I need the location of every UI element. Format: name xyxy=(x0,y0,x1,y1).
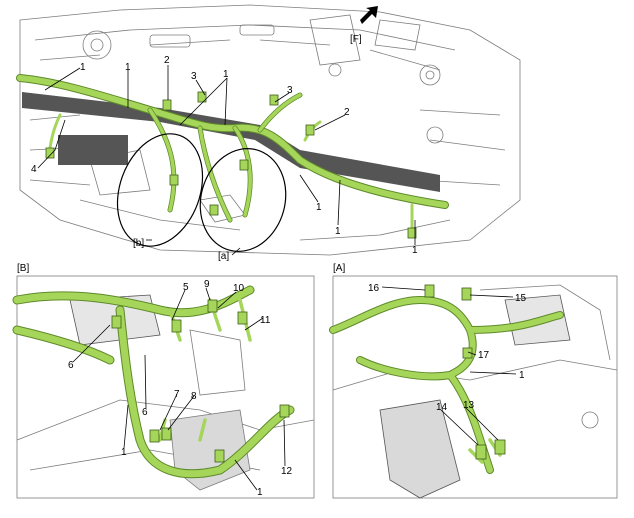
view-a-leader-lines xyxy=(381,286,517,446)
detail-region-a-label: [a] xyxy=(218,251,229,262)
view-b-callout-labels: 5 9 10 6 11 6 7 8 1 12 1 xyxy=(68,279,293,498)
detail-view-a: [A] 16 xyxy=(329,263,618,499)
view-b-callout: 9 xyxy=(204,279,210,290)
view-b-title: [B] xyxy=(17,263,29,274)
view-b-callout: 7 xyxy=(174,389,180,400)
view-a-callout: 17 xyxy=(478,350,490,361)
view-b-connectors xyxy=(111,299,290,463)
view-b-callout: 5 xyxy=(183,282,189,293)
detail-region-b-outline xyxy=(116,133,204,247)
top-harness xyxy=(16,74,449,232)
top-callout: 2 xyxy=(164,55,170,66)
top-module-box xyxy=(58,135,128,165)
view-b-callout: 1 xyxy=(121,447,127,458)
detail-region-a-outline xyxy=(199,148,287,252)
view-a-connectors xyxy=(424,284,506,460)
view-a-body-structure xyxy=(332,275,618,499)
view-b-callout: 6 xyxy=(142,407,148,418)
detail-region-b-label: [b] xyxy=(133,238,144,249)
view-b-callout: 10 xyxy=(233,283,245,294)
view-b-callout: 11 xyxy=(260,315,271,326)
view-b-leader-lines xyxy=(72,287,286,491)
top-connectors xyxy=(45,91,417,239)
view-b-callout: 1 xyxy=(257,487,263,498)
top-crossmember xyxy=(22,92,440,192)
top-callout: 1 xyxy=(80,62,86,73)
top-callout-labels: 1 1 2 3 1 3 2 4 1 1 1 [b] [a] [F] xyxy=(31,34,418,262)
view-b-callout: 8 xyxy=(191,391,197,402)
top-callout: 1 xyxy=(335,226,341,237)
view-a-callout: 16 xyxy=(368,283,380,294)
front-direction-arrow-icon xyxy=(360,6,378,24)
detail-view-b: [B] xyxy=(12,263,315,499)
view-b-callout: 12 xyxy=(281,466,293,477)
top-leader-lines xyxy=(37,65,416,256)
top-callout: 1 xyxy=(316,202,322,213)
top-callout: 1 xyxy=(125,62,131,73)
view-a-callout: 15 xyxy=(515,293,527,304)
top-callout: 2 xyxy=(344,107,350,118)
view-b-callout: 6 xyxy=(68,360,74,371)
view-a-callout: 14 xyxy=(436,402,448,413)
view-a-callout-labels: 16 15 17 1 14 13 xyxy=(368,283,527,413)
view-a-callout: 13 xyxy=(463,400,475,411)
top-callout: 3 xyxy=(287,85,293,96)
top-callout: 4 xyxy=(31,164,37,175)
top-callout: 3 xyxy=(191,71,197,82)
view-a-callout: 1 xyxy=(519,370,525,381)
top-view: 1 1 2 3 1 3 2 4 1 1 1 [b] [a] [F] xyxy=(16,4,521,262)
top-callout: 1 xyxy=(223,69,229,80)
view-a-pedestal xyxy=(379,399,461,499)
top-body-structure xyxy=(19,4,521,256)
top-callout: 1 xyxy=(412,245,418,256)
view-a-title: [A] xyxy=(333,263,345,274)
front-marker-label: [F] xyxy=(350,34,362,45)
